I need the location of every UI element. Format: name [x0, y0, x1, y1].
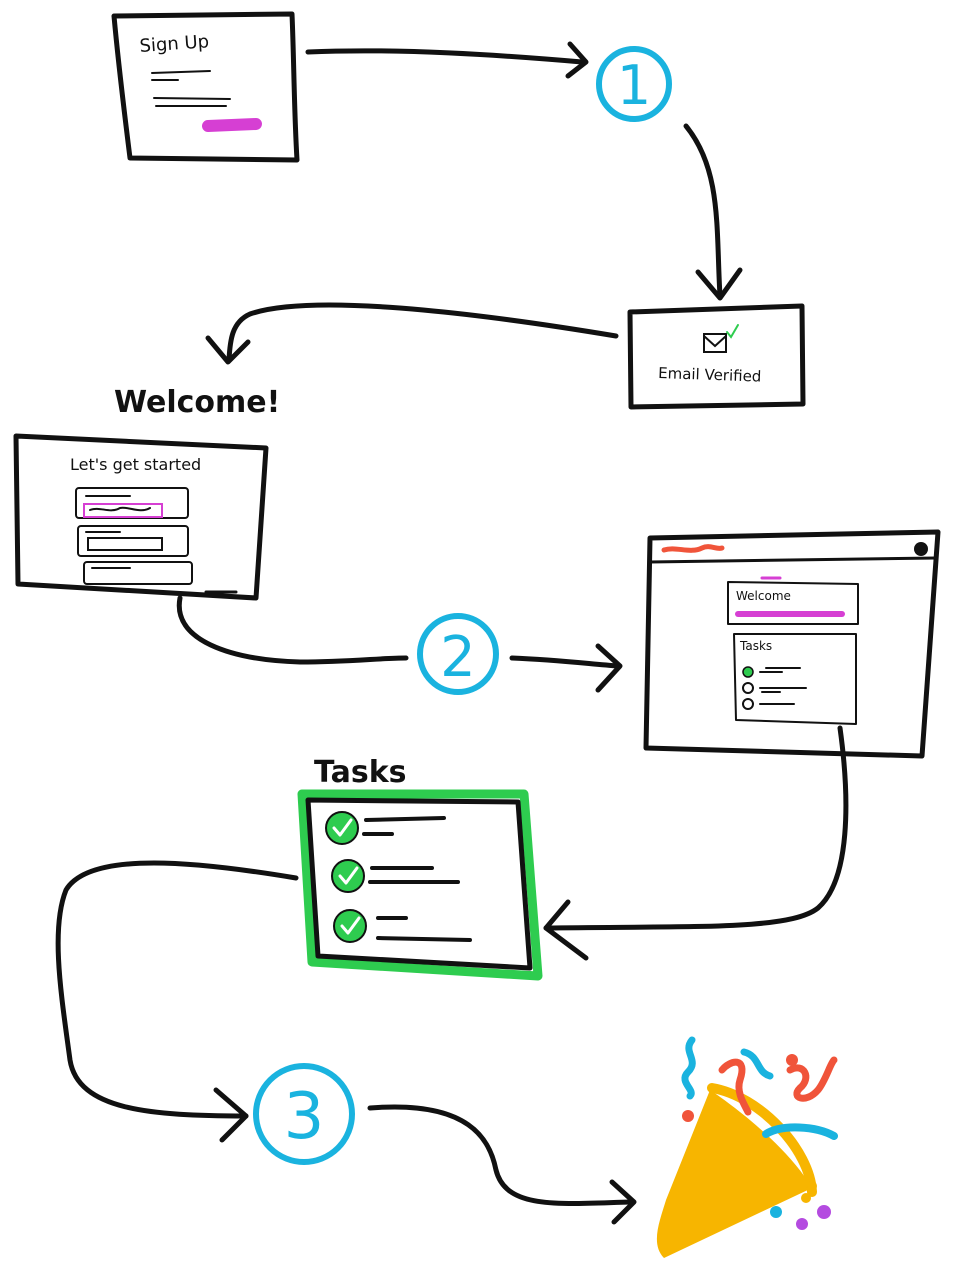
dashboard-welcome-panel: Welcome — [727, 581, 859, 625]
arrow-step2-to-dashboard — [509, 643, 623, 693]
signup-card: Sign Up — [111, 11, 300, 163]
form-field-3 — [83, 561, 193, 585]
email-verified-card: Email Verified — [627, 303, 806, 410]
tasks-card — [297, 789, 543, 981]
browser-avatar — [914, 542, 928, 556]
step-3-badge: 3 — [253, 1063, 355, 1165]
check-circle-icon — [742, 666, 754, 678]
task-row — [331, 859, 460, 893]
envelope-check-icon — [703, 324, 739, 353]
check-circle-icon — [331, 859, 365, 893]
task-row — [325, 811, 446, 845]
onboarding-form-card: Let's get started — [13, 433, 269, 601]
unchecked-circle-icon — [742, 682, 754, 694]
dashboard-browser-window: Welcome Tasks — [643, 529, 941, 759]
dashboard-tasks-label: Tasks — [739, 639, 772, 653]
arrow-signup-to-step1 — [305, 41, 589, 79]
form-field-1-input-highlight — [83, 503, 163, 518]
signup-title: Sign Up — [139, 31, 210, 57]
party-popper-icon — [656, 1036, 838, 1258]
task-row — [333, 909, 472, 943]
dashboard-tasks-panel: Tasks — [733, 633, 857, 725]
welcome-heading: Welcome! — [114, 385, 280, 420]
arrow-email-to-welcome — [205, 302, 619, 365]
email-verified-label: Email Verified — [658, 364, 762, 386]
arrow-dashboard-to-tasks — [543, 725, 849, 961]
step-2-number: 2 — [440, 625, 476, 690]
browser-logo-scribble — [661, 544, 725, 553]
step-2-badge: 2 — [417, 613, 499, 695]
arrow-tasks-to-step3 — [55, 860, 299, 1143]
arrow-step1-to-email — [683, 123, 743, 301]
step-1-number: 1 — [617, 54, 651, 117]
check-circle-icon — [333, 909, 367, 943]
step-1-badge: 1 — [596, 46, 672, 122]
onboarding-title: Let's get started — [70, 455, 201, 474]
form-field-2 — [77, 525, 189, 557]
signup-submit-button — [202, 118, 262, 132]
arrow-form-to-step2 — [176, 595, 409, 665]
step-3-number: 3 — [284, 1080, 325, 1154]
dashboard-welcome-label: Welcome — [736, 589, 791, 603]
tasks-heading: Tasks — [314, 755, 407, 790]
arrow-step3-to-celebrate — [367, 1104, 637, 1225]
check-circle-icon — [325, 811, 359, 845]
unchecked-circle-icon — [742, 698, 754, 710]
